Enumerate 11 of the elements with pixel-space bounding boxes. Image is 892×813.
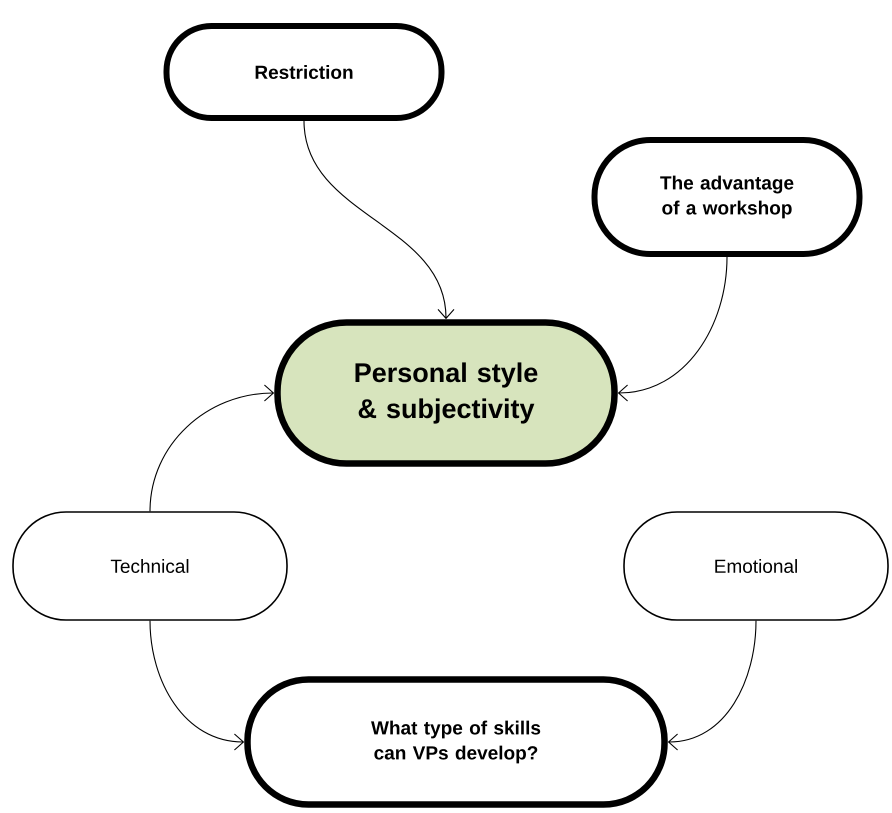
arrow bbox=[149, 620, 244, 750]
central-box: Personal style & subjectivity bbox=[274, 319, 618, 467]
rounded-box: What type of skills can VPs develop? bbox=[244, 676, 668, 808]
arrow bbox=[618, 256, 728, 402]
rounded-box: Technical bbox=[12, 511, 288, 621]
arrow bbox=[303, 120, 454, 320]
arrow bbox=[149, 384, 274, 512]
arrow bbox=[668, 620, 757, 750]
rounded-box: Emotional bbox=[623, 511, 889, 621]
rounded-box: Restriction bbox=[164, 23, 444, 121]
rounded-box: The advantage of a workshop bbox=[592, 137, 862, 257]
